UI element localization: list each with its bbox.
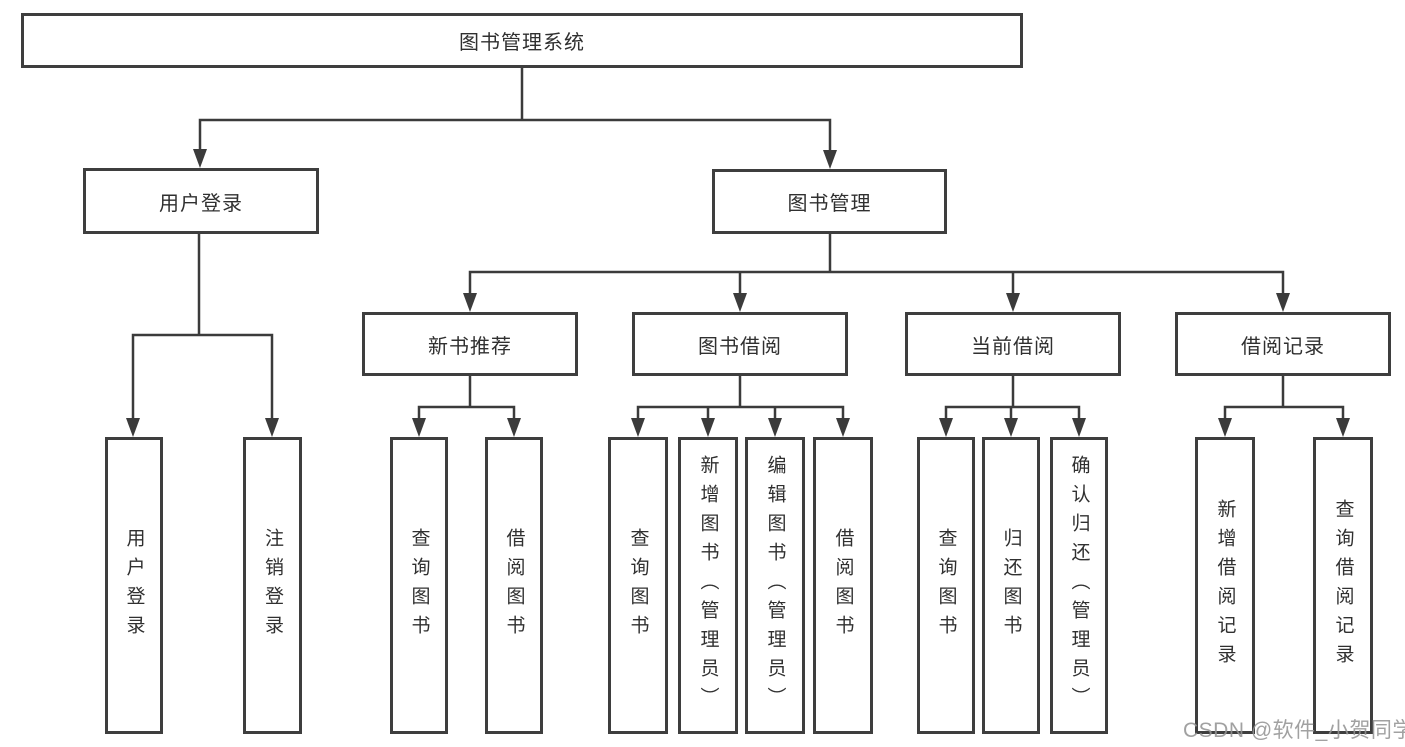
node-book-management: 图书管理: [712, 169, 947, 234]
leaf-borrow-books-label: 借阅图书: [832, 527, 854, 644]
leaf-search-books-borrow-label: 查询图书: [627, 527, 649, 644]
leaf-borrow-books: 借阅图书: [813, 437, 873, 734]
watermark-text: CSDN @软件_小贺同学: [1183, 719, 1405, 742]
arrowheads: [126, 149, 1350, 437]
node-library-system: 图书管理系统: [21, 13, 1023, 68]
leaf-confirm-return-admin-label: 确认归还（管理员）: [1068, 455, 1090, 716]
leaf-add-books-admin: 新增图书（管理员）: [678, 437, 738, 734]
node-new-book-recommend-label: 新书推荐: [428, 335, 512, 358]
leaf-search-borrow-record-label: 查询借阅记录: [1332, 498, 1354, 673]
edge-book-mgmt-fanout: [468, 232, 1285, 297]
edge-borrow-rec-fanout: [1223, 374, 1345, 422]
leaf-search-books-recommend: 查询图书: [390, 437, 448, 734]
leaf-search-books-current-label: 查询图书: [935, 527, 957, 644]
node-book-borrowing-label: 图书借阅: [698, 335, 782, 358]
node-book-borrowing: 图书借阅: [632, 312, 848, 376]
leaf-return-books: 归还图书: [982, 437, 1040, 734]
leaf-logout-label: 注销登录: [262, 527, 283, 644]
node-current-borrowing: 当前借阅: [905, 312, 1121, 376]
edge-new-book-fanout: [417, 374, 516, 422]
leaf-add-books-admin-label: 新增图书（管理员）: [697, 455, 719, 716]
node-user-login-label: 用户登录: [159, 192, 243, 215]
edge-user-login-fanout: [131, 232, 274, 422]
leaf-search-books-current: 查询图书: [917, 437, 975, 734]
leaf-confirm-return-admin: 确认归还（管理员）: [1050, 437, 1108, 734]
node-book-management-label: 图书管理: [787, 193, 872, 215]
leaf-logout: 注销登录: [243, 437, 302, 734]
node-new-book-recommend: 新书推荐: [362, 312, 578, 376]
leaf-add-borrow-record: 新增借阅记录: [1195, 437, 1255, 734]
leaf-user-login: 用户登录: [105, 437, 163, 734]
node-user-login: 用户登录: [83, 168, 319, 234]
node-borrowing-records: 借阅记录: [1175, 312, 1391, 376]
leaf-search-books-borrow: 查询图书: [608, 437, 668, 734]
node-current-borrowing-label: 当前借阅: [971, 335, 1055, 358]
leaf-add-borrow-record-label: 新增借阅记录: [1214, 498, 1236, 673]
leaf-edit-books-admin: 编辑图书（管理员）: [745, 437, 805, 734]
leaf-edit-books-admin-label: 编辑图书（管理员）: [764, 455, 786, 716]
leaf-return-books-label: 归还图书: [1000, 527, 1022, 644]
edge-root-fanout: [198, 66, 832, 154]
node-library-system-label: 图书管理系统: [459, 32, 585, 54]
leaf-user-login-label: 用户登录: [123, 527, 145, 644]
leaf-borrow-books-recommend-label: 借阅图书: [503, 527, 525, 644]
leaf-search-books-recommend-label: 查询图书: [408, 527, 430, 644]
edge-book-borrow-fanout: [636, 374, 845, 422]
node-borrowing-records-label: 借阅记录: [1241, 335, 1325, 358]
leaf-search-borrow-record: 查询借阅记录: [1313, 437, 1373, 734]
leaf-borrow-books-recommend: 借阅图书: [485, 437, 543, 734]
edge-cur-borrow-fanout: [944, 374, 1081, 422]
